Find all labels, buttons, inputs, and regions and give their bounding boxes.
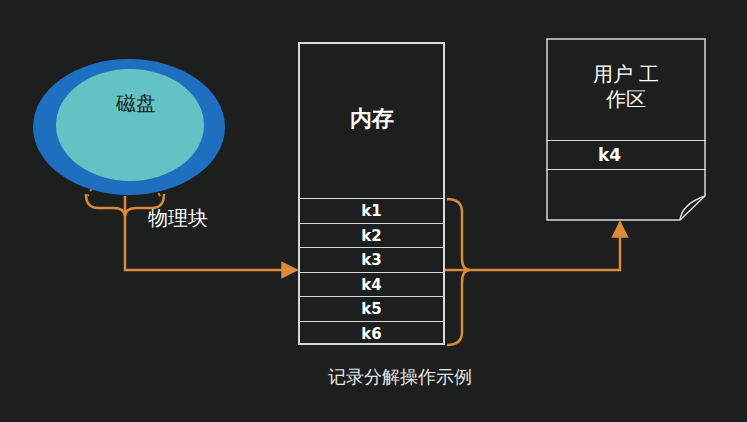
flow-arrow [125, 196, 297, 270]
record-label: k3 [298, 251, 445, 269]
record-row: k1 [298, 198, 445, 223]
record-row: k2 [298, 223, 445, 248]
disk-inner [56, 69, 204, 181]
record-row: k5 [298, 296, 445, 321]
work-area-label: 用户 工作区 [591, 62, 661, 112]
record-row: k4 [546, 140, 706, 170]
record-label: k1 [298, 202, 445, 220]
caption: 记录分解操作示例 [250, 366, 550, 388]
record-row: k4 [298, 272, 445, 297]
disk-label: 磁盘 [116, 91, 156, 115]
record-label: k5 [298, 300, 445, 318]
disk-outer [33, 59, 225, 195]
work-area-box: k4 用户 工作区 [546, 38, 706, 221]
disk-ellipse: 磁盘 [32, 57, 228, 197]
record-row: k3 [298, 247, 445, 272]
record-label: k6 [298, 325, 445, 343]
record-label: k2 [298, 227, 445, 245]
record-bracket [447, 199, 470, 345]
flow-arrow [445, 222, 620, 270]
memory-label: 内存 [300, 106, 443, 132]
disk-shape [32, 57, 228, 197]
record-label: k4 [298, 276, 445, 294]
record-row: k6 [298, 321, 445, 346]
memory-box: k1 k2 k3 k4 k5 k6 内存 [298, 42, 445, 345]
part-label: 物理块 [148, 206, 208, 230]
record-label: k4 [598, 145, 621, 165]
